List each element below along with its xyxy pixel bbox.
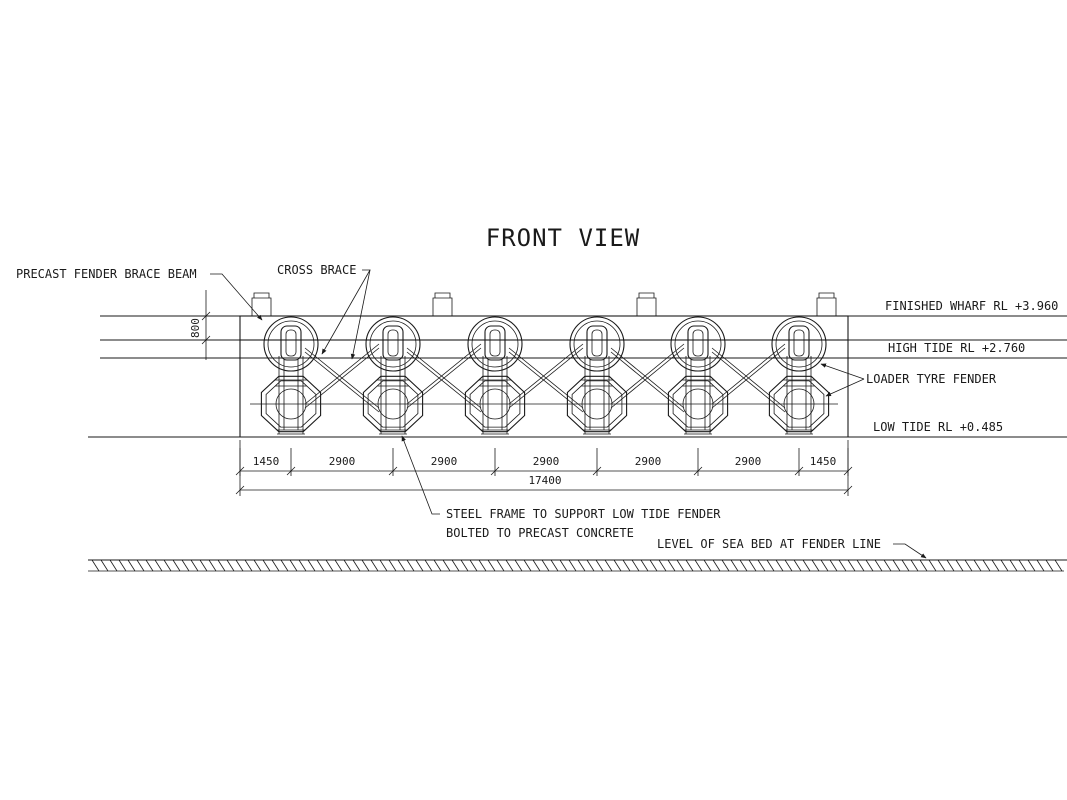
fender-unit-3: [464, 316, 526, 435]
label-sea-bed: LEVEL OF SEA BED AT FENDER LINE: [657, 537, 881, 551]
fender-unit-4: [566, 316, 628, 435]
span-dim-3: 2900: [431, 455, 458, 468]
lower-tyre: [464, 375, 526, 433]
cross-brace-pair-5: [711, 343, 786, 413]
fender-unit-6: [768, 316, 830, 435]
leader-loader-tyre-b: [825, 378, 865, 397]
label-steel-frame-1: STEEL FRAME TO SUPPORT LOW TIDE FENDER: [446, 507, 721, 521]
beam-depth-dimension: 800: [189, 290, 236, 360]
fender-unit-2: [362, 316, 424, 435]
total-length-dim: 17400: [528, 474, 561, 487]
upper-tyre: [365, 316, 421, 372]
label-high-tide: HIGH TIDE RL +2.760: [888, 341, 1025, 355]
steel-frame: [584, 356, 610, 434]
span-dim-7: 1450: [810, 455, 837, 468]
label-finished-wharf: FINISHED WHARF RL +3.960: [885, 299, 1058, 313]
upper-tyre: [569, 316, 625, 372]
leader-cross-brace-b: [350, 269, 371, 360]
sea-bed: [88, 559, 1067, 572]
lower-tyre: [768, 375, 830, 433]
span-dim-5: 2900: [635, 455, 662, 468]
leader-precast-brace-beam: [210, 273, 263, 321]
cross-braces: [250, 343, 838, 413]
span-dim-2: 2900: [329, 455, 356, 468]
fender-units: [260, 316, 830, 435]
fender-unit-1: [260, 316, 322, 435]
lower-tyre: [362, 375, 424, 433]
steel-frame: [278, 356, 304, 434]
precast-fender-brace-beam: [239, 315, 849, 341]
span-dimensions: 1450 2900 2900 2900 2900 2900 1450 17400: [235, 440, 853, 496]
lower-tyre: [260, 375, 322, 433]
drawing-title: FRONT VIEW: [486, 224, 641, 252]
fender-unit-5: [667, 316, 729, 435]
chain-hanger: [280, 325, 302, 361]
chain-hanger: [788, 325, 810, 361]
label-low-tide: LOW TIDE RL +0.485: [873, 420, 1003, 434]
leader-steel-frame: [401, 435, 440, 515]
label-loader-tyre: LOADER TYRE FENDER: [866, 372, 997, 386]
leader-sea-bed: [893, 543, 927, 559]
label-precast-brace-beam: PRECAST FENDER BRACE BEAM: [16, 267, 197, 281]
cross-brace-pair-2: [406, 343, 482, 413]
leader-loader-tyre-a: [820, 363, 865, 380]
label-steel-frame-2: BOLTED TO PRECAST CONCRETE: [446, 526, 634, 540]
steel-frame: [380, 356, 406, 434]
chain-hanger: [586, 325, 608, 361]
bollards: [251, 292, 837, 316]
chain-hanger: [484, 325, 506, 361]
cross-brace-pair-4: [610, 343, 685, 413]
steel-frame: [786, 356, 812, 434]
upper-tyre: [467, 316, 523, 372]
chain-hanger: [382, 325, 404, 361]
cross-brace-pair-1: [304, 343, 380, 413]
leader-cross-brace-a: [321, 269, 371, 355]
lower-tyre: [667, 375, 729, 433]
lower-tyre: [566, 375, 628, 433]
chain-hanger: [687, 325, 709, 361]
span-dim-1: 1450: [253, 455, 280, 468]
upper-tyre: [263, 316, 319, 372]
span-dim-6: 2900: [735, 455, 762, 468]
upper-tyre: [670, 316, 726, 372]
steel-frame: [685, 356, 711, 434]
cross-brace-pair-3: [508, 343, 584, 413]
span-dim-4: 2900: [533, 455, 560, 468]
beam-depth-text: 800: [189, 318, 202, 338]
steel-frame: [482, 356, 508, 434]
label-cross-brace: CROSS BRACE: [277, 263, 356, 277]
upper-tyre: [771, 316, 827, 372]
